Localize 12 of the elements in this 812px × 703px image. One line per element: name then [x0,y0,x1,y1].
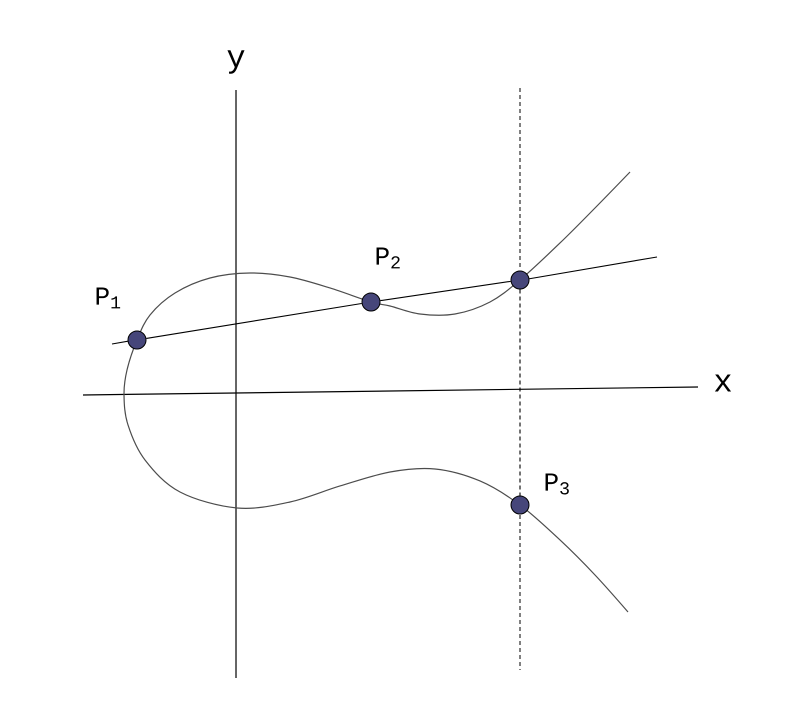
point [128,330,146,350]
point [510,495,530,514]
point-label: P$_{3}$ [546,473,569,494]
point-label: P$_{1}$ [96,288,120,308]
axis-label: y [227,50,245,74]
point [362,292,380,312]
point [510,270,530,290]
line [380,280,511,302]
axis-label: x [714,374,732,392]
line [146,302,362,339]
point-label: P$_{2}$ [376,248,400,268]
line [519,289,521,496]
